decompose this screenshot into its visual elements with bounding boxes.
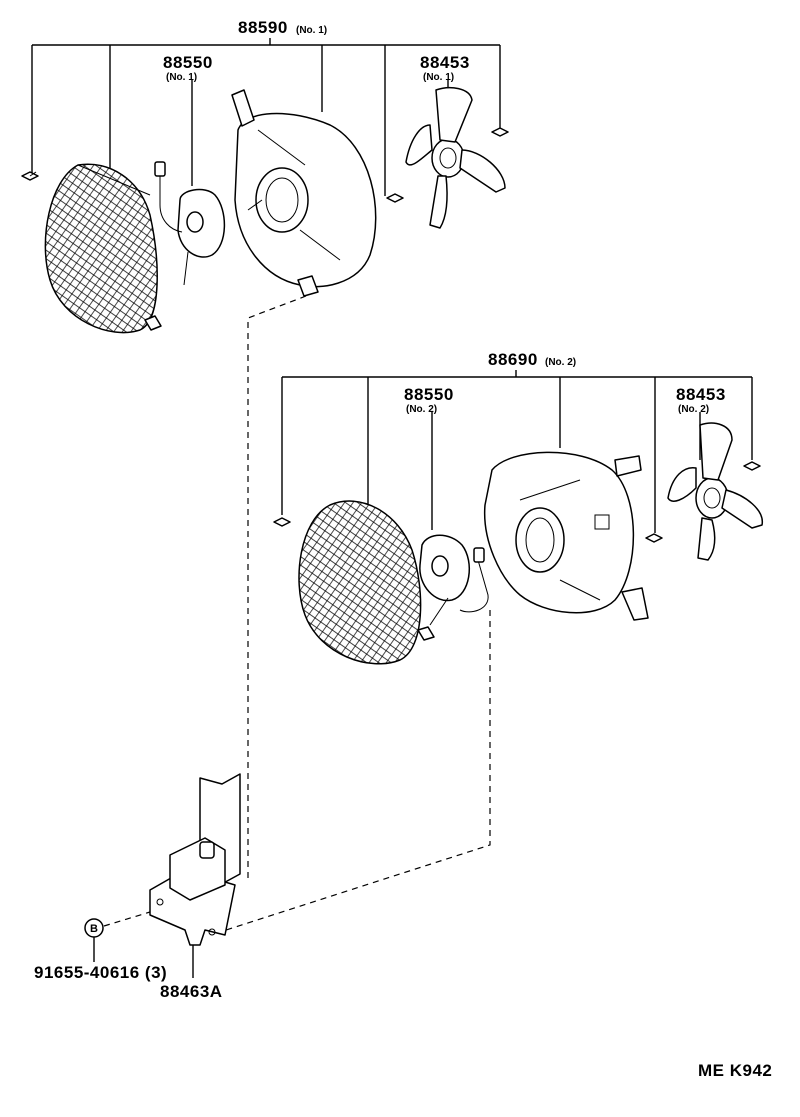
fan-shroud-icon — [483, 451, 649, 621]
assy-no1-part-number: 88590 — [238, 18, 288, 37]
diagram-code: ME K942 — [698, 1061, 772, 1080]
fan-no1-part-number: 88453 — [420, 53, 470, 72]
fan-blade-icon — [405, 87, 506, 229]
assy-no1-leaders — [31, 38, 501, 196]
assy-no2-variant: (No. 2) — [545, 357, 576, 368]
assy-no2-leaders — [281, 370, 753, 533]
assy-no2-part-number: 88690 — [488, 350, 538, 369]
bolt-icon — [645, 533, 663, 543]
fan-no2-variant: (No. 2) — [678, 404, 709, 415]
bracket-icon — [149, 773, 241, 978]
fan-blade-icon — [667, 422, 763, 561]
fan-guard-grille-icon — [298, 500, 435, 665]
fan-motor-icon — [419, 534, 489, 626]
fan-guard-grille-icon — [44, 163, 162, 334]
bolt-icon — [21, 171, 39, 181]
bolt-icon — [491, 127, 509, 137]
mounting-dashed-lines — [103, 295, 491, 931]
bracket-part-number: 88463A — [160, 982, 223, 1001]
bolt-marker-b: B — [84, 918, 104, 962]
motor-no1-variant: (No. 1) — [166, 72, 197, 83]
bolt-icon — [273, 517, 291, 527]
assy-no1-variant: (No. 1) — [296, 25, 327, 36]
fan-no2-part-number: 88453 — [676, 385, 726, 404]
bolt-part-number: 91655-40616 (3) — [34, 963, 167, 982]
fan-motor-icon — [154, 161, 226, 286]
fan-shroud-icon — [231, 89, 377, 297]
bolt-icon — [743, 461, 761, 471]
bolt-marker-label: B — [90, 923, 98, 935]
motor-no2-part-number: 88550 — [404, 385, 454, 404]
fan-no1-variant: (No. 1) — [423, 72, 454, 83]
motor-no2-variant: (No. 2) — [406, 404, 437, 415]
bolt-icon — [386, 193, 404, 203]
motor-no1-part-number: 88550 — [163, 53, 213, 72]
